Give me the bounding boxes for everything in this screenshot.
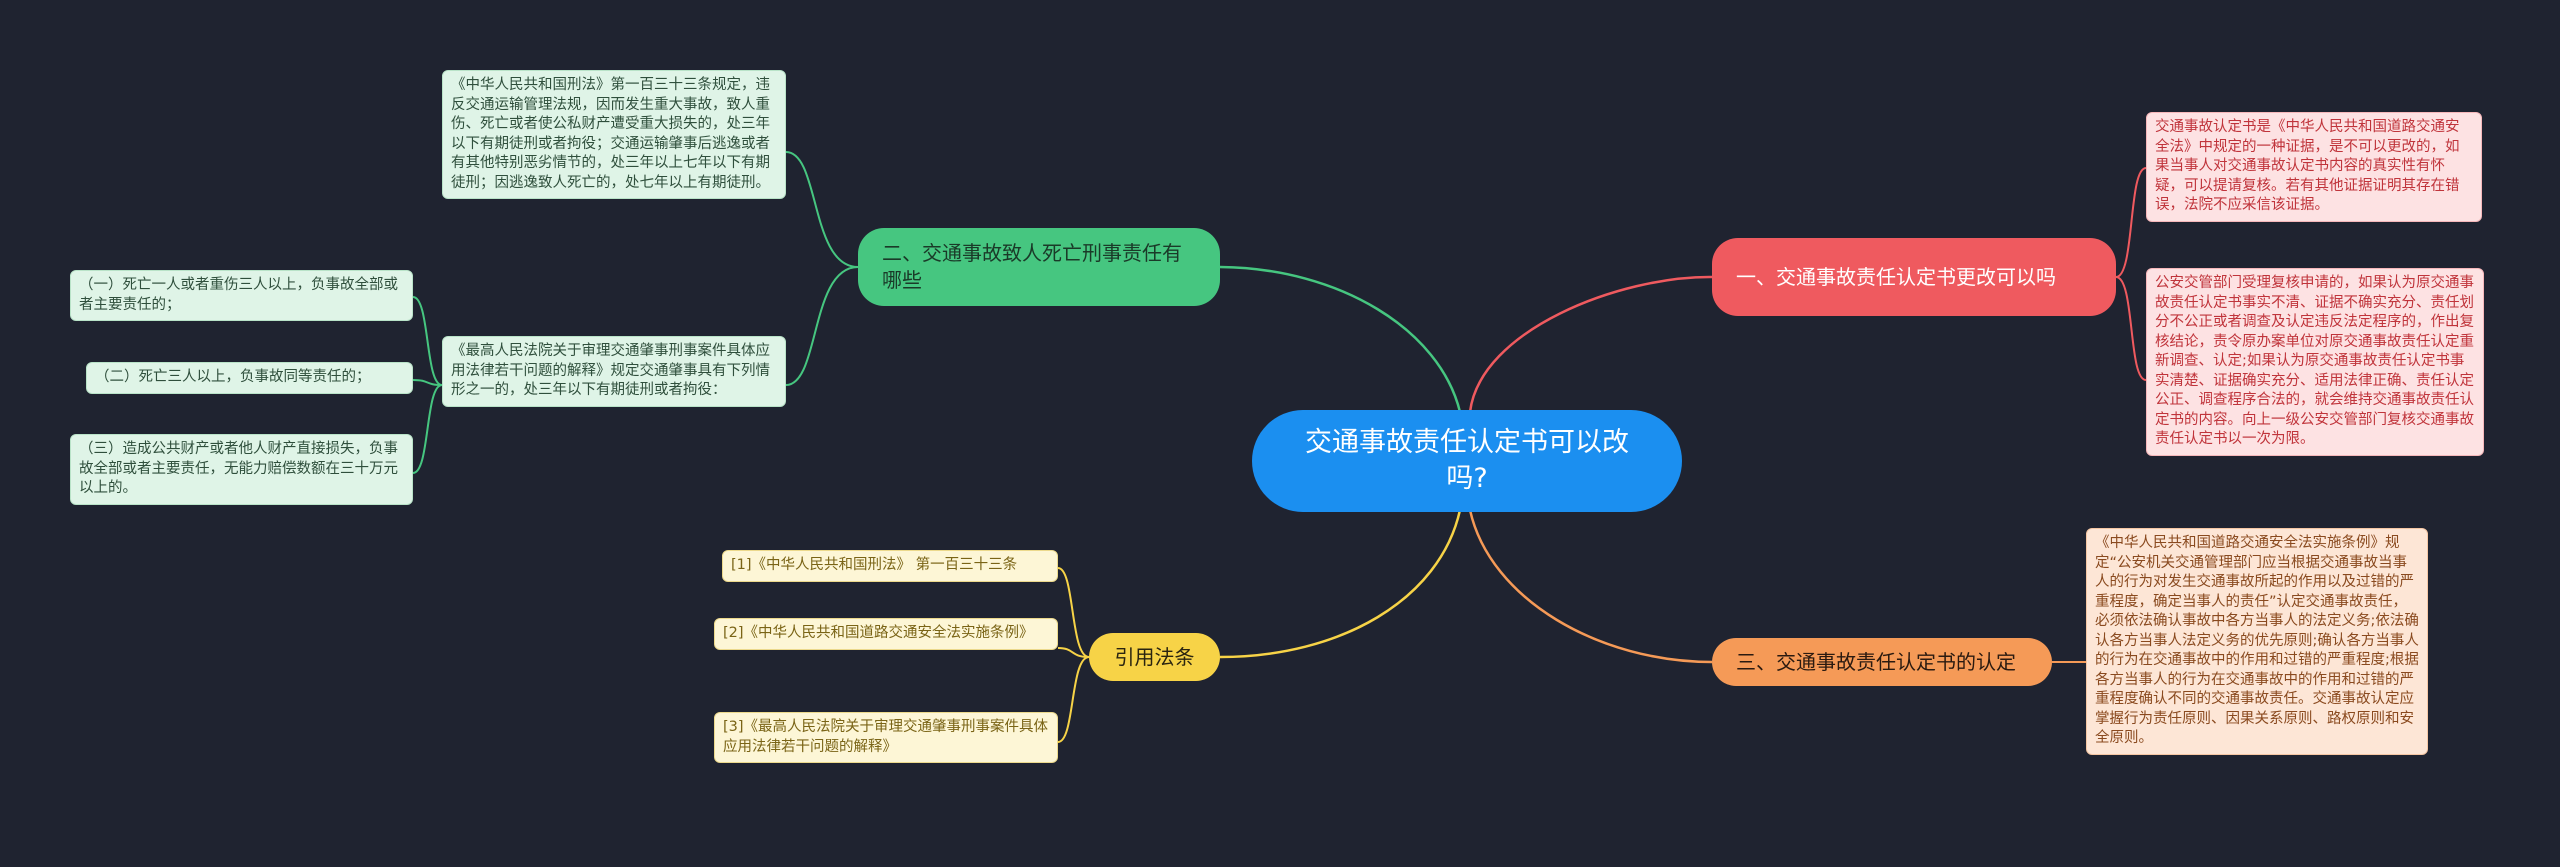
- connector-b2-sub3: [412, 384, 443, 474]
- connector-b2-sub1: [412, 296, 443, 386]
- subleaf-case-2[interactable]: （二）死亡三人以上，负事故同等责任的；: [86, 362, 413, 394]
- leaf-criminal-law-133-text: 《中华人民共和国刑法》第一百三十三条规定，违反交通运输管理法规，因而发生重大事故…: [451, 77, 770, 191]
- branch-determination[interactable]: 三、交通事故责任认定书的认定: [1712, 638, 2052, 686]
- branch-cited-laws[interactable]: 引用法条: [1089, 633, 1220, 681]
- leaf-certificate-evidence-text: 交通事故认定书是《中华人民共和国道路交通安全法》中规定的一种证据，是不可以更改的…: [2155, 119, 2460, 213]
- branch-cited-laws-label: 引用法条: [1114, 644, 1195, 669]
- branch-criminal-liability-label: 二、交通事故致人死亡刑事责任有哪些: [882, 241, 1182, 292]
- branch-determination-label: 三、交通事故责任认定书的认定: [1736, 649, 2016, 674]
- leaf-certificate-evidence[interactable]: 交通事故认定书是《中华人民共和国道路交通安全法》中规定的一种证据，是不可以更改的…: [2146, 112, 2482, 222]
- connector-b2-leaf1: [785, 151, 859, 268]
- connector-center-b2: [1219, 265, 1462, 413]
- leaf-review-procedure[interactable]: 公安交管部门受理复核申请的，如果认为原交通事故责任认定书事实不清、证据不确实充分…: [2146, 268, 2484, 456]
- central-topic-label: 交通事故责任认定书可以改吗?: [1305, 427, 1629, 494]
- leaf-review-procedure-text: 公安交管部门受理复核申请的，如果认为原交通事故责任认定书事实不清、证据不确实充分…: [2155, 275, 2474, 447]
- connector-b2-leaf2: [785, 266, 859, 386]
- connector-b4-leaf1: [1057, 567, 1090, 658]
- connector-b1-leaf1: [2115, 167, 2147, 278]
- leaf-criminal-law-133[interactable]: 《中华人民共和国刑法》第一百三十三条规定，违反交通运输管理法规，因而发生重大事故…: [442, 70, 786, 199]
- subleaf-case-3[interactable]: （三）造成公共财产或者他人财产直接损失，负事故全部或者主要责任，无能力赔偿数额在…: [70, 434, 413, 505]
- subleaf-case-1-text: （一）死亡一人或者重伤三人以上，负事故全部或者主要责任的；: [79, 277, 398, 313]
- connector-b2-sub2: [412, 379, 443, 386]
- branch-change-allowed-label: 一、交通事故责任认定书更改可以吗: [1736, 264, 2056, 289]
- connector-b4-leaf3: [1057, 656, 1090, 743]
- connector-b4-leaf2: [1057, 647, 1090, 658]
- branch-criminal-liability[interactable]: 二、交通事故致人死亡刑事责任有哪些: [858, 228, 1220, 306]
- leaf-cited-law-3-text: [3]《最高人民法院关于审理交通肇事刑事案件具体应用法律若干问题的解释》: [723, 719, 1049, 755]
- subleaf-case-2-text: （二）死亡三人以上，负事故同等责任的；: [95, 369, 371, 385]
- leaf-cited-law-1[interactable]: [1]《中华人民共和国刑法》 第一百三十三条: [722, 550, 1058, 582]
- leaf-determination-rules-text: 《中华人民共和国道路交通安全法实施条例》规定“公安机关交通管理部门应当根据交通事…: [2095, 535, 2419, 746]
- leaf-cited-law-3[interactable]: [3]《最高人民法院关于审理交通肇事刑事案件具体应用法律若干问题的解释》: [714, 712, 1058, 763]
- leaf-cited-law-2[interactable]: [2]《中华人民共和国道路交通安全法实施条例》: [714, 618, 1058, 650]
- leaf-judicial-interpretation[interactable]: 《最高人民法院关于审理交通肇事刑事案件具体应用法律若干问题的解释》规定交通肇事具…: [442, 336, 786, 407]
- leaf-cited-law-1-text: [1]《中华人民共和国刑法》 第一百三十三条: [731, 557, 1018, 573]
- connector-b1-leaf2: [2115, 276, 2147, 381]
- subleaf-case-3-text: （三）造成公共财产或者他人财产直接损失，负事故全部或者主要责任，无能力赔偿数额在…: [79, 441, 398, 496]
- leaf-determination-rules[interactable]: 《中华人民共和国道路交通安全法实施条例》规定“公安机关交通管理部门应当根据交通事…: [2086, 528, 2428, 755]
- branch-change-allowed[interactable]: 一、交通事故责任认定书更改可以吗: [1712, 238, 2116, 316]
- central-topic[interactable]: 交通事故责任认定书可以改吗?: [1252, 410, 1682, 512]
- subleaf-case-1[interactable]: （一）死亡一人或者重伤三人以上，负事故全部或者主要责任的；: [70, 270, 413, 321]
- leaf-cited-law-2-text: [2]《中华人民共和国道路交通安全法实施条例》: [723, 625, 1034, 641]
- connector-center-b4: [1219, 509, 1462, 659]
- connector-center-b3: [1468, 509, 1713, 664]
- connector-center-b1: [1468, 275, 1713, 413]
- leaf-judicial-interpretation-text: 《最高人民法院关于审理交通肇事刑事案件具体应用法律若干问题的解释》规定交通肇事具…: [451, 343, 770, 398]
